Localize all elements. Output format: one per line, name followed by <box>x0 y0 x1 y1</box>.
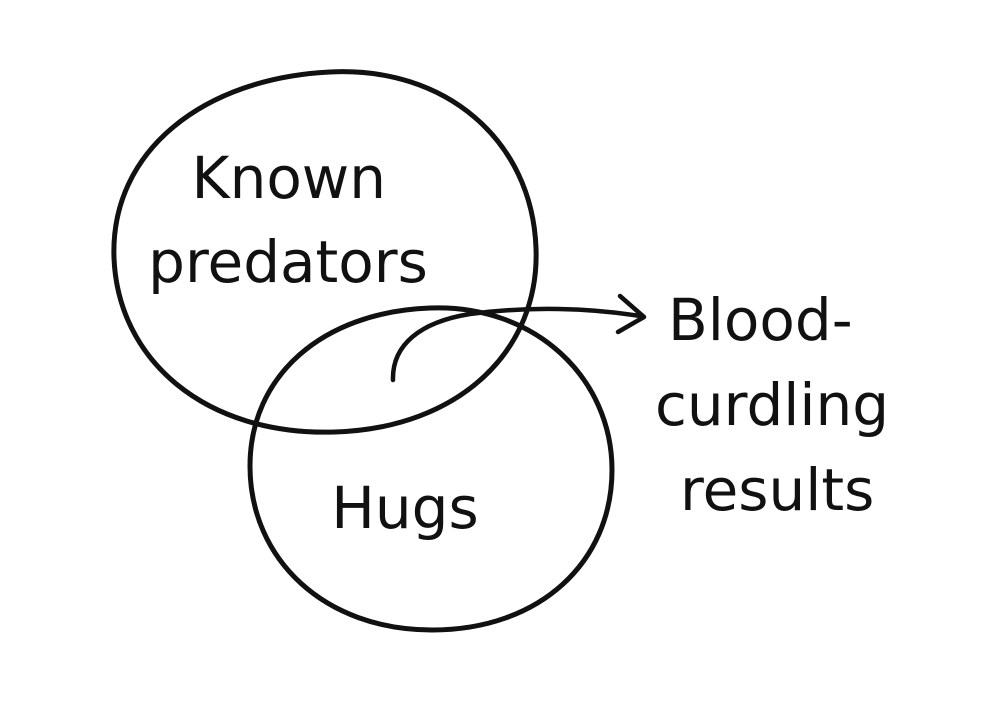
set-label-known-predators: Known predators <box>148 144 428 296</box>
annotation-arrow-line <box>390 306 643 383</box>
set-label-line: Hugs <box>331 474 478 542</box>
annotation-line: curdling <box>655 371 889 439</box>
set-circle-known-predators <box>111 69 539 435</box>
annotation-line: results <box>680 456 874 524</box>
annotation-arrowhead-icon <box>615 293 647 335</box>
intersection-annotation: Blood- curdling results <box>655 286 908 524</box>
set-label-hugs: Hugs <box>331 474 478 542</box>
set-label-line: predators <box>148 228 428 296</box>
annotation-line: Blood- <box>668 286 853 354</box>
set-label-line: Known <box>192 144 386 212</box>
set-circle-hugs <box>247 305 615 633</box>
